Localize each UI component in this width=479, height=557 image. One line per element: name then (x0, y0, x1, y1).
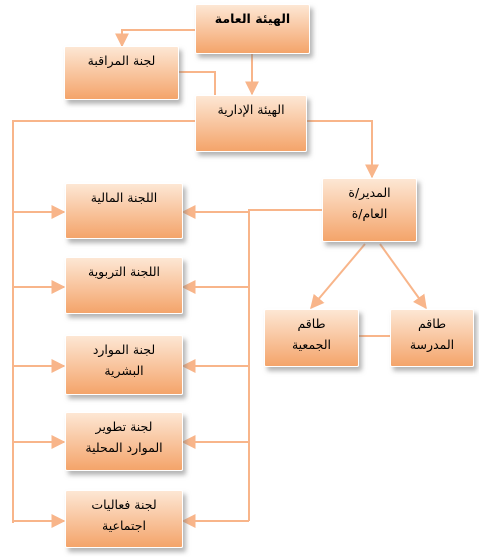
edge-director-right-bus (248, 209, 322, 521)
node-director: المدير/ة العام/ة (322, 178, 417, 242)
node-local-resources-committee: لجنة تطوير الموارد المحلية (65, 412, 183, 471)
node-education-committee-label: اللجنة التربوية (88, 264, 161, 279)
node-hr-committee: لجنة الموارد البشرية (65, 335, 183, 395)
edge-admin-director (305, 120, 379, 179)
node-director-label: المدير/ة العام/ة (348, 185, 391, 221)
node-supervisory-committee: لجنة المراقبة (64, 46, 179, 100)
node-general-assembly: الهيئة العامة (195, 4, 310, 54)
node-social-events-committee: لجنة فعاليات اجتماعية (65, 490, 183, 548)
node-education-committee: اللجنة التربوية (65, 257, 183, 314)
node-hr-committee-label: لجنة الموارد البشرية (92, 342, 156, 378)
node-school-staff: طاقم المدرسة (390, 309, 474, 367)
edge-director-association (310, 243, 366, 310)
edge-supervisory-admin (178, 71, 216, 96)
node-supervisory-committee-label: لجنة المراقبة (87, 53, 156, 68)
node-association-staff-label: طاقم الجمعية (291, 316, 332, 352)
node-administrative-board: الهيئة الإدارية (195, 95, 307, 152)
edge-admin-left-bus (12, 120, 195, 523)
node-finance-committee-label: اللجنة المالية (90, 190, 158, 205)
node-association-staff: طاقم الجمعية (264, 309, 359, 367)
edge-director-school (379, 243, 427, 310)
node-administrative-board-label: الهيئة الإدارية (217, 102, 285, 117)
node-finance-committee: اللجنة المالية (65, 183, 183, 239)
edge-assembly-supervisory (115, 29, 197, 48)
node-general-assembly-label: الهيئة العامة (214, 11, 291, 26)
node-social-events-committee-label: لجنة فعاليات اجتماعية (91, 497, 157, 533)
node-local-resources-committee-label: لجنة تطوير الموارد المحلية (85, 419, 163, 455)
node-school-staff-label: طاقم المدرسة (409, 316, 455, 352)
